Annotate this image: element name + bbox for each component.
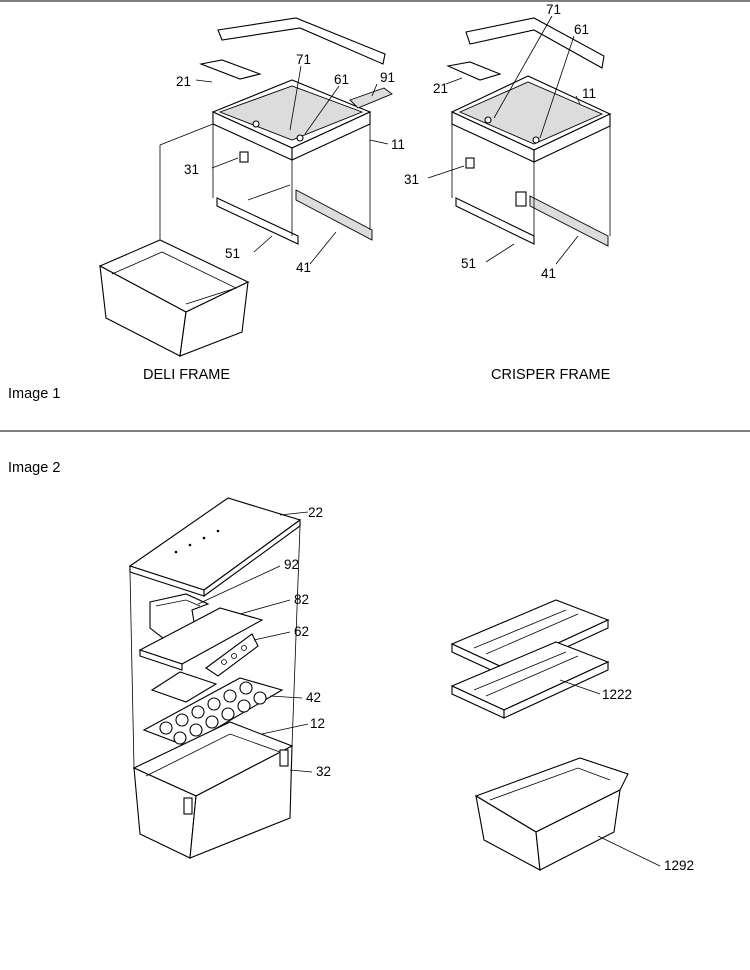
crisper-label-31: 31 xyxy=(404,172,419,187)
deli-label-71: 71 xyxy=(296,52,311,67)
label-42: 42 xyxy=(306,690,321,705)
egg-tray-cups xyxy=(159,681,267,745)
deli-label-11: 11 xyxy=(391,137,405,152)
deli-label-21: 21 xyxy=(176,74,191,89)
bin-32-side xyxy=(189,745,293,859)
crisper-rail-41 xyxy=(529,195,609,247)
label-32: 32 xyxy=(316,764,331,779)
image2-caption: Image 2 xyxy=(8,460,60,476)
deli-label-31: 31 xyxy=(184,162,199,177)
crisper-frame-title: CRISPER FRAME xyxy=(491,367,611,383)
deli-drawer-side xyxy=(179,281,249,357)
label-1222: 1222 xyxy=(602,687,632,702)
image1-caption: Image 1 xyxy=(8,386,60,402)
crisper-cover-tab xyxy=(446,61,502,81)
holder-62b xyxy=(150,671,218,703)
crisper-label-51: 51 xyxy=(461,256,476,271)
deli-frame-assembly xyxy=(98,17,393,357)
crisper-label-41: 41 xyxy=(541,266,556,281)
label-62: 62 xyxy=(294,624,309,639)
pan-assembly xyxy=(474,757,661,871)
deli-cover xyxy=(217,17,386,65)
ice-tray-assembly xyxy=(450,599,610,719)
deli-label-51: 51 xyxy=(225,246,240,261)
crisper-rail-51 xyxy=(455,197,535,245)
egg-tray-42 xyxy=(142,677,284,747)
label-92: 92 xyxy=(284,557,299,572)
crisper-cover xyxy=(465,17,605,69)
crisper-label-11: 11 xyxy=(582,86,596,101)
crisper-label-21: 21 xyxy=(433,81,448,96)
pan-1292-side xyxy=(535,789,621,871)
deli-label-41: 41 xyxy=(296,260,311,275)
label-22: 22 xyxy=(308,505,323,520)
deli-frame-inner xyxy=(218,85,364,141)
crisper-frame-inner xyxy=(458,81,604,145)
label-1292: 1292 xyxy=(664,858,694,873)
deli-part-91 xyxy=(349,87,393,109)
crisper-frame-assembly xyxy=(427,15,612,265)
door-bin-assembly xyxy=(128,497,313,859)
deli-frame-title: DELI FRAME xyxy=(143,367,230,383)
deli-cover-tab xyxy=(199,59,262,80)
label-12: 12 xyxy=(310,716,325,731)
deli-label-61: 61 xyxy=(334,72,349,87)
label-82: 82 xyxy=(294,592,309,607)
deli-rail-51 xyxy=(216,197,299,245)
crisper-label-61: 61 xyxy=(574,22,589,37)
crisper-label-71: 71 xyxy=(546,2,561,17)
deli-label-91: 91 xyxy=(380,70,395,85)
deli-rail-41 xyxy=(295,189,373,241)
